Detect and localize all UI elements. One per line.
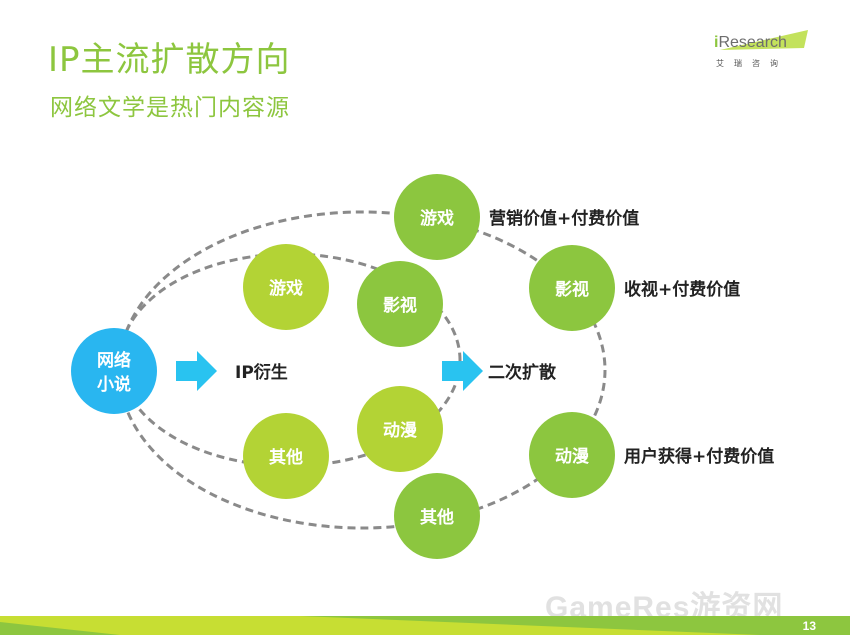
svg-text:其他: 其他 — [420, 507, 454, 528]
svg-text:影视: 影视 — [555, 279, 589, 300]
inner-node-other: 其他 — [243, 413, 329, 499]
svg-text:小说: 小说 — [97, 374, 131, 395]
logo-leaf-icon — [720, 30, 808, 50]
source-node-web-novel: 网络 小说 — [71, 328, 157, 414]
derive-arrow-icon — [176, 351, 217, 391]
page-title: IP主流扩散方向 — [48, 40, 291, 80]
footer-bar — [0, 616, 850, 635]
iresearch-logo: iResearch 艾瑞咨询 — [710, 28, 820, 78]
outer-node-anime: 动漫 — [529, 412, 615, 498]
value-label-user-acquisition: 用户获得+付费价值 — [624, 446, 774, 467]
inner-node-anime: 动漫 — [357, 386, 443, 472]
inner-node-game: 游戏 — [243, 244, 329, 330]
inner-dashed-ellipse — [118, 252, 462, 468]
outer-node-other: 其他 — [394, 473, 480, 559]
value-label-viewership: 收视+付费价值 — [624, 279, 740, 300]
derive-label: IP衍生 — [235, 362, 288, 383]
spread-label: 二次扩散 — [488, 362, 557, 383]
svg-text:游戏: 游戏 — [420, 208, 454, 229]
outer-dashed-ellipse — [117, 210, 607, 530]
inner-node-film: 影视 — [357, 261, 443, 347]
svg-text:其他: 其他 — [269, 447, 303, 468]
svg-text:影视: 影视 — [383, 295, 417, 316]
spread-arrow-icon — [442, 351, 483, 391]
logo-wordmark: iResearch — [714, 34, 787, 51]
svg-text:动漫: 动漫 — [383, 420, 418, 441]
value-label-marketing: 营销价值+付费价值 — [489, 208, 639, 229]
page-number: 13 — [802, 619, 816, 633]
svg-text:动漫: 动漫 — [555, 446, 590, 467]
svg-text:网络: 网络 — [97, 350, 131, 371]
logo-chinese-name: 艾瑞咨询 — [716, 59, 788, 68]
outer-node-film: 影视 — [529, 245, 615, 331]
page-subtitle: 网络文学是热门内容源 — [50, 95, 290, 121]
outer-node-game: 游戏 — [394, 174, 480, 260]
svg-text:游戏: 游戏 — [269, 278, 303, 299]
